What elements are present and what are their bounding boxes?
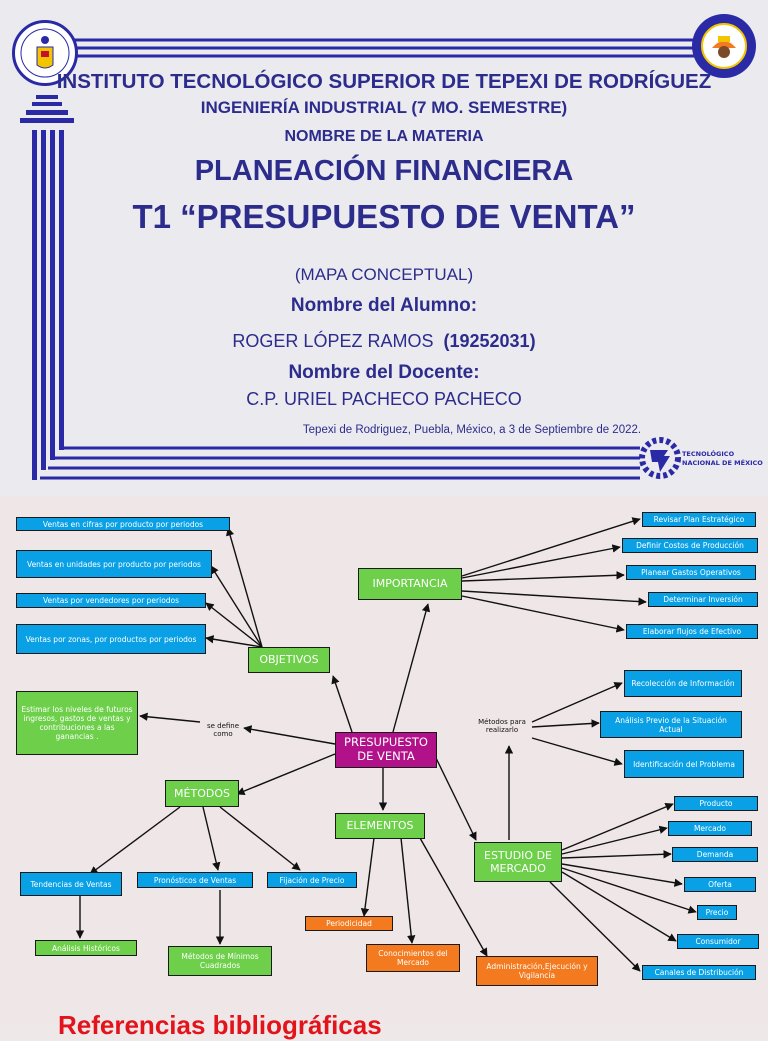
node-objetivos: OBJETIVOS	[248, 647, 330, 673]
metodos-subitem-1: Análisis Históricos	[35, 940, 137, 956]
estudio-method-2: Análisis Previo de la Situación Actual	[600, 711, 742, 738]
metodos-subitem-2: Métodos de Mínimos Cuadrados	[168, 946, 272, 976]
objetivos-item-4: Ventas por zonas, por productos por peri…	[16, 624, 206, 654]
estudio-item-precio: Precio	[697, 905, 737, 920]
assignment-title: T1 “PRESUPUESTO DE VENTA”	[132, 198, 636, 235]
node-elementos: ELEMENTOS	[335, 813, 425, 839]
metodos-item-2: Pronósticos de Ventas	[137, 872, 253, 888]
objetivos-item-2: Ventas en unidades por producto por peri…	[16, 550, 212, 578]
industrial-engineering-seal-logo	[692, 14, 756, 78]
importancia-item-5: Elaborar flujos de Efectivo	[626, 624, 758, 639]
references-heading: Referencias bibliográficas	[58, 1010, 382, 1040]
tecnm-logo: TECNOLÓGICO NACIONAL DE MÉXICO	[638, 430, 766, 490]
objetivos-item-3: Ventas por vendedores por periodos	[16, 593, 206, 608]
elementos-item-2: Conocimientos del Mercado	[366, 944, 460, 972]
tecnm-line2: NACIONAL DE MÉXICO	[682, 459, 763, 467]
objetivos-item-1: Ventas en cifras por producto por period…	[16, 517, 230, 531]
importancia-item-3: Planear Gastos Operativos	[626, 565, 756, 580]
elementos-item-3: Administración,Ejecución y Vigilancia	[476, 956, 598, 986]
subject-name: PLANEACIÓN FINANCIERA	[194, 155, 574, 187]
estudio-item-producto: Producto	[674, 796, 758, 811]
importancia-item-1: Revisar Plan Estratégico	[642, 512, 756, 527]
student-name: ROGER LÓPEZ RAMOS	[232, 331, 434, 351]
place-date: Tepexi de Rodriguez, Puebla, México, a 3…	[302, 424, 642, 436]
decorative-frame	[20, 38, 696, 480]
estudio-item-consumidor: Consumidor	[677, 934, 759, 949]
student-id: (19252031)	[443, 331, 536, 351]
concept-map: PRESUPUESTO DE VENTA OBJETIVOS Ventas en…	[0, 496, 768, 1024]
student-label: Nombre del Alumno:	[290, 295, 478, 316]
teacher-name: C.P. URIEL PACHECO PACHECO	[246, 389, 522, 409]
tecnm-emblem-icon	[639, 437, 681, 479]
teacher-label: Nombre del Docente:	[288, 362, 480, 383]
metodos-item-3: Fijación de Precio	[267, 872, 357, 888]
institute-seal-logo	[12, 20, 78, 86]
tecnm-line1: TECNOLÓGICO	[682, 450, 735, 458]
node-metodos: MÉTODOS	[165, 780, 239, 807]
estudio-item-canales: Canales de Distribución	[642, 965, 756, 980]
subject-label: NOMBRE DE LA MATERIA	[284, 128, 484, 145]
connector-arrows	[75, 517, 697, 972]
importancia-item-4: Determinar Inversión	[648, 592, 758, 607]
career-name: INGENIERÍA INDUSTRIAL (7 MO. SEMESTRE)	[200, 98, 568, 117]
student-line: ROGER LÓPEZ RAMOS (19252031)	[0, 331, 768, 352]
connector-metodos-para-realizarlo: Métodos para realizarlo	[478, 717, 526, 734]
connector-se-define-como: se define como	[206, 721, 240, 738]
metodos-item-1: Tendencias de Ventas	[20, 872, 122, 896]
estudio-item-demanda: Demanda	[672, 847, 758, 862]
estudio-method-1: Recolección de Información	[624, 670, 742, 697]
estudio-item-oferta: Oferta	[684, 877, 756, 892]
node-presupuesto-de-venta: PRESUPUESTO DE VENTA	[335, 732, 437, 768]
cover-page: INSTITUTO TECNOLÓGICO SUPERIOR DE TEPEXI…	[0, 0, 768, 496]
estudio-item-mercado: Mercado	[668, 821, 752, 836]
importancia-item-2: Definir Costos de Producción	[622, 538, 758, 553]
document-type: (MAPA CONCEPTUAL)	[294, 265, 474, 284]
estudio-method-3: Identificación del Problema	[624, 750, 744, 778]
elementos-item-1: Periodicidad	[305, 916, 393, 931]
definition-text: Estimar los niveles de futuros ingresos,…	[16, 691, 138, 755]
node-estudio-de-mercado: ESTUDIO DE MERCADO	[474, 842, 562, 882]
institute-name: INSTITUTO TECNOLÓGICO SUPERIOR DE TEPEXI…	[56, 70, 712, 93]
node-importancia: IMPORTANCIA	[358, 568, 462, 600]
